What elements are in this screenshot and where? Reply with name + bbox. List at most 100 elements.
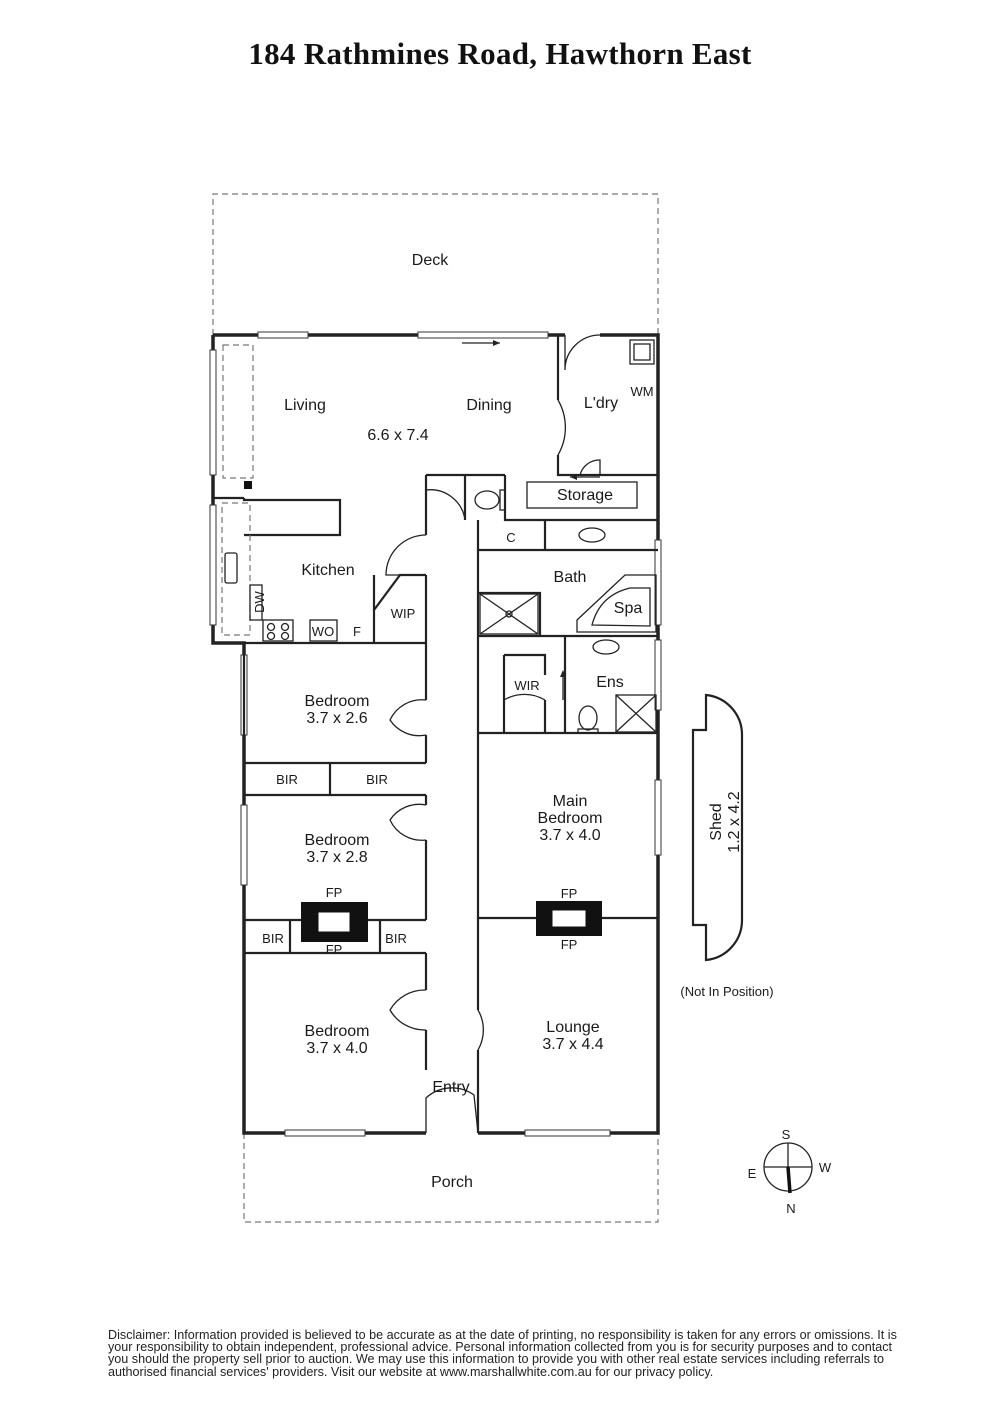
shower-drain	[505, 610, 513, 618]
toilet-cistern	[577, 728, 599, 734]
wall-oven	[309, 619, 338, 642]
shed-size: 1.2 x 4.2	[726, 791, 743, 852]
dishwasher	[249, 584, 263, 621]
porch-outline	[243, 1133, 659, 1223]
lounge-label: Lounge	[546, 1019, 599, 1036]
door-swing	[503, 693, 546, 701]
basin-icon	[578, 527, 606, 543]
window	[209, 349, 217, 476]
toilet-icon	[474, 490, 500, 510]
page-title: 184 Rathmines Road, Hawthorn East	[248, 36, 752, 71]
fp-label: FP	[561, 886, 578, 901]
door-swing	[425, 489, 466, 521]
bir-label: BIR	[366, 772, 388, 787]
compass-w: W	[819, 1160, 832, 1175]
entry-label: Entry	[432, 1079, 469, 1096]
not-in-position-note: (Not In Position)	[680, 984, 773, 999]
bir-label: BIR	[385, 931, 407, 946]
fireplace-hearth	[317, 911, 351, 933]
window	[417, 331, 549, 339]
main-bedroom-label: Bedroom	[538, 810, 603, 827]
interior-walls	[213, 335, 658, 1133]
window	[209, 504, 217, 626]
window	[654, 539, 662, 626]
shower-diagonal	[615, 694, 657, 733]
shed-outline	[691, 693, 744, 962]
fp-label: FP	[561, 937, 578, 952]
toilet-cistern	[499, 489, 506, 511]
bedroom-1-label: Bedroom	[305, 693, 370, 710]
compass-s: S	[782, 1127, 791, 1142]
shed-label: Shed	[708, 803, 725, 840]
window	[257, 331, 309, 339]
slide-arrow-head	[493, 340, 500, 346]
cooktop-icon	[262, 619, 294, 642]
lounge-size: 3.7 x 4.4	[542, 1036, 603, 1053]
shower-tray	[615, 694, 657, 733]
laundry-tub-inner	[633, 343, 651, 361]
fireplace-hearth	[551, 909, 587, 928]
door-swing	[425, 1087, 479, 1134]
living-size: 6.6 x 7.4	[367, 427, 428, 444]
living-label: Living	[284, 397, 326, 414]
compass	[763, 1142, 813, 1194]
disclaimer: Disclaimer: Information provided is beli…	[108, 1328, 897, 1379]
main-bedroom-label: Main	[553, 793, 588, 810]
sink-icon	[224, 552, 238, 584]
storage-shelf	[526, 481, 638, 509]
burner	[280, 622, 290, 632]
storage-label: Storage	[557, 487, 613, 504]
bir-label: BIR	[262, 931, 284, 946]
post	[244, 481, 252, 489]
door-swing	[389, 989, 427, 1031]
door-swing	[385, 534, 427, 576]
laundry-arrow-head	[570, 474, 577, 480]
wo-label: WO	[312, 624, 334, 639]
window	[284, 1129, 366, 1137]
c-label: C	[506, 530, 515, 545]
compass-e: E	[748, 1166, 757, 1181]
laundry-label: L'dry	[584, 395, 618, 412]
window	[524, 1129, 611, 1137]
fp-label: FP	[326, 942, 343, 957]
bedroom-2-label: Bedroom	[305, 832, 370, 849]
ens-label: Ens	[596, 674, 624, 691]
toilet-icon	[578, 705, 598, 731]
spa-inner	[591, 587, 651, 627]
deck-outline	[212, 193, 659, 335]
wir-arrow-head	[560, 670, 566, 677]
basin-icon	[592, 639, 620, 655]
door-swing	[389, 803, 427, 841]
window	[240, 804, 248, 886]
bench-outline	[222, 344, 254, 479]
deck-label: Deck	[412, 252, 449, 269]
bir-label: BIR	[276, 772, 298, 787]
wip-label: WIP	[391, 606, 416, 621]
dining-label: Dining	[466, 397, 511, 414]
bedroom-3-size: 3.7 x 4.0	[306, 1040, 367, 1057]
burner	[266, 631, 276, 641]
f-label: F	[353, 624, 361, 639]
door-swing	[477, 1009, 485, 1051]
main-bedroom-size: 3.7 x 4.0	[539, 827, 600, 844]
door-swing	[564, 334, 601, 371]
door-swing	[557, 399, 567, 456]
bedroom-1-size: 3.7 x 2.6	[306, 710, 367, 727]
window	[654, 639, 662, 711]
burner	[280, 631, 290, 641]
laundry-tub	[629, 339, 655, 365]
door-swing	[579, 459, 601, 476]
bath-label: Bath	[554, 569, 587, 586]
bedroom-3-label: Bedroom	[305, 1023, 370, 1040]
porch-label: Porch	[431, 1174, 473, 1191]
dw-label: DW	[252, 590, 267, 612]
wm-label: WM	[630, 384, 653, 399]
spa-label: Spa	[614, 600, 643, 617]
window	[654, 779, 662, 856]
door-swing	[389, 699, 427, 737]
bench-outline	[221, 502, 251, 636]
compass-n: N	[786, 1201, 795, 1216]
fp-label: FP	[326, 885, 343, 900]
shower-diagonal	[479, 593, 539, 635]
